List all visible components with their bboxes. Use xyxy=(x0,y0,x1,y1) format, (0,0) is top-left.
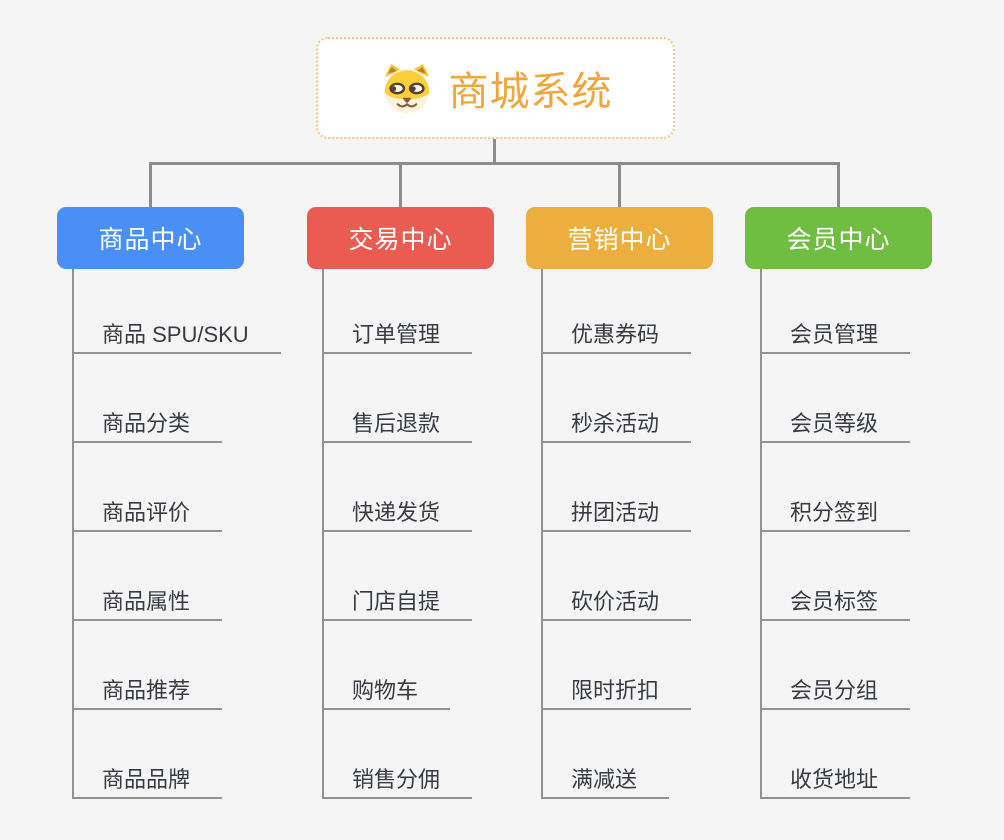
leaf-topic[interactable]: 门店自提 xyxy=(322,588,473,621)
leaf-topic[interactable]: 会员分组 xyxy=(760,677,911,710)
branch-node-member-center[interactable]: 会员中心 xyxy=(745,207,932,269)
connector-line xyxy=(149,162,840,165)
leaf-topic[interactable]: 秒杀活动 xyxy=(541,410,692,443)
leaf-topic[interactable]: 商品属性 xyxy=(72,588,223,621)
leaf-topic[interactable]: 优惠券码 xyxy=(541,321,692,354)
branch-trunk-line xyxy=(760,269,762,799)
connector-line xyxy=(399,162,402,210)
leaf-topic[interactable]: 销售分佣 xyxy=(322,766,473,799)
root-node-label: 商城系统 xyxy=(448,70,613,114)
leaf-topic[interactable]: 限时折扣 xyxy=(541,677,692,710)
leaf-topic[interactable]: 积分签到 xyxy=(760,499,911,532)
branch-trunk-line xyxy=(541,269,543,799)
connector-line xyxy=(493,139,496,165)
branch-node-label: 营销中心 xyxy=(567,226,672,254)
leaf-topic[interactable]: 购物车 xyxy=(322,677,451,710)
leaf-topic[interactable]: 收货地址 xyxy=(760,766,911,799)
root-node[interactable]: 商城系统 xyxy=(316,37,675,139)
leaf-topic[interactable]: 售后退款 xyxy=(322,410,473,443)
leaf-topic[interactable]: 订单管理 xyxy=(322,321,473,354)
connector-line xyxy=(837,162,840,210)
leaf-topic[interactable]: 商品品牌 xyxy=(72,766,223,799)
branch-node-marketing-center[interactable]: 营销中心 xyxy=(526,207,713,269)
shiba-dog-icon xyxy=(379,62,435,114)
branch-node-product-center[interactable]: 商品中心 xyxy=(57,207,244,269)
leaf-topic[interactable]: 商品评价 xyxy=(72,499,223,532)
branch-trunk-line xyxy=(322,269,324,799)
leaf-topic[interactable]: 会员等级 xyxy=(760,410,911,443)
branch-node-trade-center[interactable]: 交易中心 xyxy=(307,207,494,269)
leaf-topic[interactable]: 商品推荐 xyxy=(72,677,223,710)
connector-line xyxy=(618,162,621,210)
leaf-topic[interactable]: 砍价活动 xyxy=(541,588,692,621)
branch-trunk-line xyxy=(72,269,74,799)
leaf-topic[interactable]: 商品 SPU/SKU xyxy=(72,321,281,354)
leaf-topic[interactable]: 满减送 xyxy=(541,766,670,799)
branch-node-label: 会员中心 xyxy=(786,226,891,254)
leaf-topic[interactable]: 商品分类 xyxy=(72,410,223,443)
leaf-topic[interactable]: 会员管理 xyxy=(760,321,911,354)
branch-node-label: 商品中心 xyxy=(98,226,203,254)
leaf-topic[interactable]: 快递发货 xyxy=(322,499,473,532)
connector-line xyxy=(149,162,152,210)
leaf-topic[interactable]: 拼团活动 xyxy=(541,499,692,532)
leaf-topic[interactable]: 会员标签 xyxy=(760,588,911,621)
branch-node-label: 交易中心 xyxy=(348,226,453,254)
